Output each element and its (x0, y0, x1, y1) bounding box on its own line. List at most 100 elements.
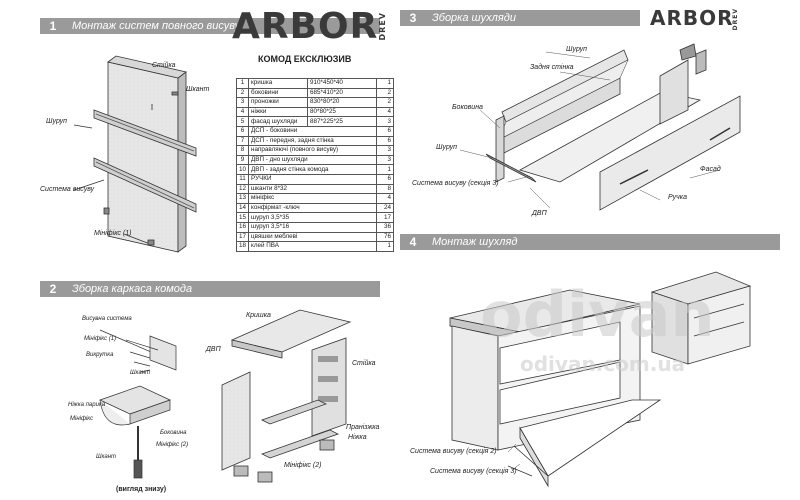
table-cell-n: 14 (235, 202, 250, 214)
table-cell-q: 1 (376, 164, 395, 175)
table-cell-name: цвяшки меблеві (248, 231, 378, 243)
table-cell-q: 3 (376, 145, 395, 156)
table-cell-name: ніжки (248, 106, 309, 118)
table-cell-name: шканти 8*32 (248, 183, 378, 195)
section-title: Зборка шухляди (432, 12, 516, 24)
watermark-big: odivan (480, 278, 715, 351)
table-cell-q: 24 (376, 202, 395, 214)
table-cell-q: 4 (376, 106, 395, 118)
table-cell-q: 4 (376, 193, 395, 204)
s1-label-stiyka: Стійка (152, 62, 176, 69)
s3-label-shurup-left: Шуруп (436, 144, 457, 151)
brand-name: ARBOR (650, 6, 734, 30)
table-cell-dim: 80*80*25 (307, 106, 378, 118)
s4-label-sys3: Система висуву (секція 3) (430, 468, 517, 475)
table-cell-q: 36 (376, 221, 395, 233)
table-cell-q: 6 (376, 173, 395, 185)
table-cell-name: фасад шухляди (248, 116, 309, 127)
brand-name: ARBOR (232, 6, 379, 47)
table-cell-q: 2 (376, 87, 395, 99)
table-cell-name: шуруп 3,5*35 (248, 212, 378, 223)
table-cell-n: 1 (235, 78, 250, 89)
section-3-header: 3 Зборка шухляди (400, 10, 640, 26)
s2-label-vyglyad: (вигляд знизу) (116, 486, 167, 493)
table-cell-name: РУЧКИ (248, 173, 378, 185)
table-cell-q: 17 (376, 212, 395, 223)
table-cell-name: проножки (248, 97, 309, 108)
table-cell-dim: 887*225*25 (307, 116, 378, 127)
table-cell-q: 6 (376, 125, 395, 137)
table-cell-name: ДВП - задня стінка комода (248, 164, 378, 175)
table-cell-dim: 910*450*40 (307, 78, 378, 89)
table-cell-n: 6 (235, 125, 250, 137)
table-cell-n: 15 (235, 212, 250, 223)
s3-drawer-drawing (485, 43, 741, 211)
s2-label-bokovyna: Боковина (160, 430, 187, 436)
table-cell-name: ДСП - передня, задня стінка (248, 135, 378, 147)
table-cell-dim: 685*410*20 (307, 87, 378, 99)
section-title: Монтаж шухляд (432, 236, 518, 248)
table-cell-name: шуруп 3,5*16 (248, 221, 378, 233)
s2-label-stiyka: Стійка (352, 360, 376, 367)
table-cell-n: 2 (235, 87, 250, 99)
table-cell-n: 10 (235, 164, 250, 175)
table-cell-n: 3 (235, 97, 250, 108)
table-cell-n: 12 (235, 183, 250, 195)
s3-label-zadnya: Задня стінка (530, 64, 574, 71)
table-cell-name: кришка (248, 78, 309, 89)
section-number: 4 (409, 235, 417, 249)
table-cell-n: 8 (235, 145, 250, 156)
table-cell-q: 76 (376, 231, 395, 243)
s3-label-ruchka: Ручка (668, 194, 687, 201)
table-cell-q: 1 (376, 241, 395, 252)
s1-label-systema: Система висуву (40, 186, 95, 193)
table-cell-dim: 830*80*20 (307, 97, 378, 108)
table-cell-name: ДСП - боковини (248, 125, 378, 137)
brand-logo: ARBOR DREV (232, 6, 387, 47)
table-cell-q: 6 (376, 135, 395, 147)
section-title: Монтаж систем повного висуву (72, 20, 241, 32)
table-cell-name: боковини (248, 87, 309, 99)
brand-sub: DREV (732, 8, 739, 31)
s1-panel-drawing (73, 55, 197, 253)
table-cell-n: 16 (235, 221, 250, 233)
leader-lines (459, 51, 721, 471)
s2-label-vykrutka: Викрутка (86, 352, 114, 358)
table-cell-n: 4 (235, 106, 250, 118)
s2-label-minifiks-b: Мініфікс (2) (284, 462, 322, 469)
section-number: 3 (409, 11, 417, 25)
s2-label-minifiks2: Мініфікс (2) (156, 442, 189, 448)
table-cell-q: 2 (376, 97, 395, 108)
s3-label-shurup-top: Шуруп (566, 46, 587, 53)
section-4-header: 4 Монтаж шухляд (400, 234, 780, 250)
table-cell-n: 17 (235, 231, 250, 243)
section-1-header: 1 Монтаж систем повного висуву (40, 18, 380, 34)
s2-label-nizhka-parkan: Ніжка парика (68, 402, 106, 408)
table-cell-q: 8 (376, 183, 395, 195)
table-cell-name: ДВП - дно шухляди (248, 154, 378, 166)
table-cell-name: клей ПВА (248, 241, 378, 252)
s3-label-systema: Система висуву (секція 3) (412, 180, 499, 187)
table-cell-q: 1 (376, 78, 395, 89)
s3-label-bokovyna: Боковина (452, 104, 483, 111)
s1-label-minifiks: Мініфікс (1) (94, 230, 132, 237)
s2-carcass-drawing (221, 309, 352, 483)
table-cell-q: 3 (376, 154, 395, 166)
